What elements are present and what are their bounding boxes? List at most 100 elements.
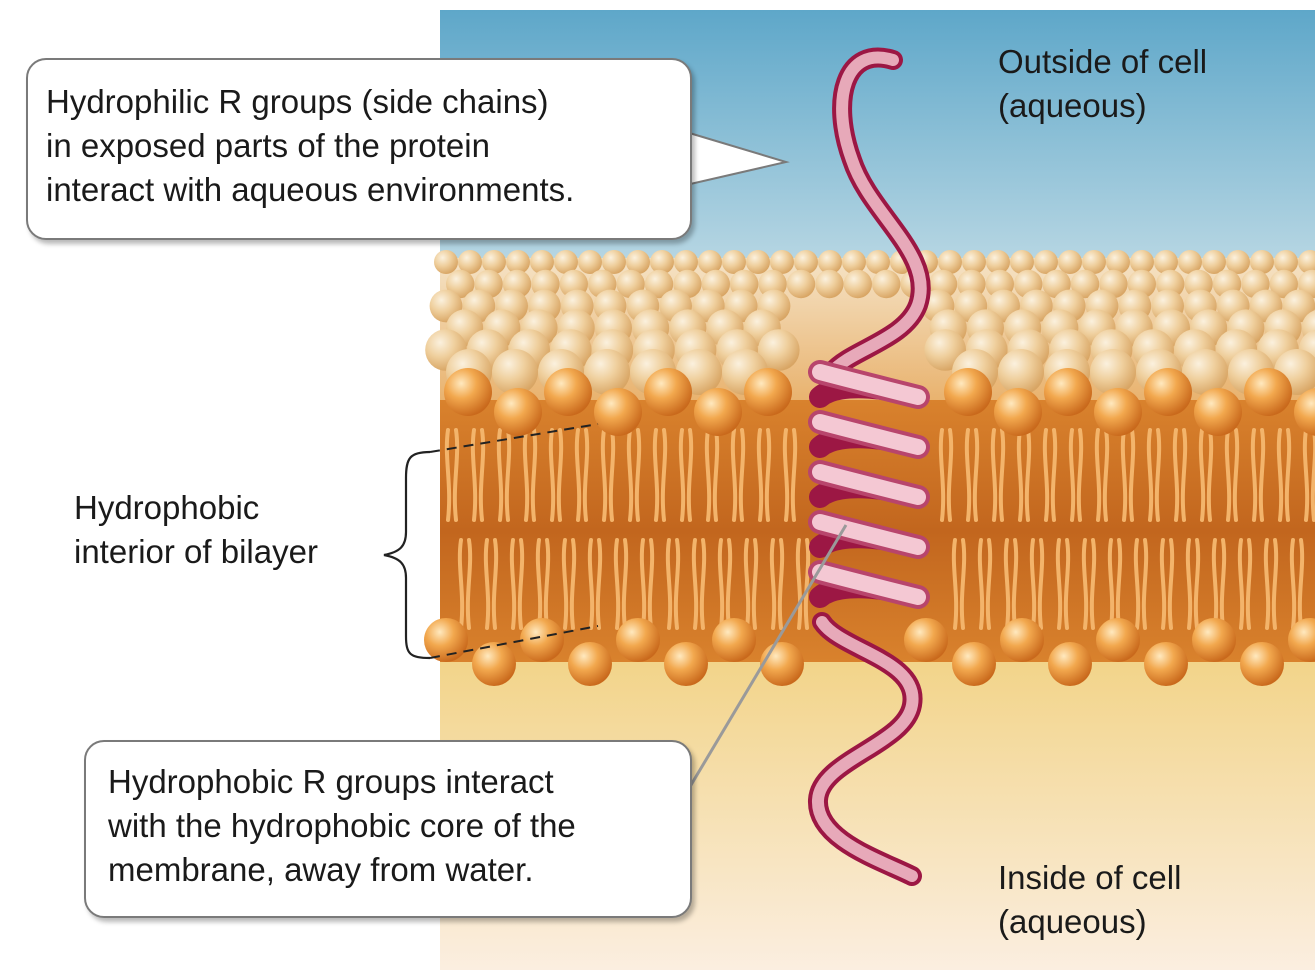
lipid-head-far bbox=[1154, 250, 1178, 274]
upper-leaflet-heads bbox=[444, 368, 1315, 436]
lipid-head-far bbox=[722, 250, 746, 274]
lipid-head bbox=[1192, 618, 1236, 662]
lipid-tail bbox=[1016, 428, 1024, 522]
lipid-tail bbox=[444, 428, 452, 522]
lipid-tail bbox=[1302, 428, 1310, 522]
lipid-head-far bbox=[1130, 250, 1154, 274]
lipid-tail bbox=[795, 538, 803, 630]
lipid-head bbox=[544, 368, 592, 416]
callout-text-line: in exposed parts of the protein bbox=[46, 127, 490, 164]
lipid-head-far bbox=[698, 250, 722, 274]
lipid-tail bbox=[977, 538, 985, 630]
lipid-tails bbox=[444, 428, 1315, 630]
helix-front-strand bbox=[812, 464, 926, 505]
lipid-tail bbox=[1159, 538, 1167, 630]
lipid-tail bbox=[600, 428, 608, 522]
lipid-tail bbox=[712, 428, 720, 522]
callout-text-line: membrane, away from water. bbox=[108, 851, 534, 888]
lipid-head bbox=[1240, 642, 1284, 686]
lipid-tail bbox=[660, 428, 668, 522]
lipid-tail bbox=[803, 538, 811, 630]
outside-label-line: Outside of cell bbox=[998, 43, 1208, 80]
lipid-tail bbox=[1037, 538, 1045, 630]
lipid-head-far bbox=[794, 250, 818, 274]
lipid-head-far bbox=[770, 250, 794, 274]
lipid-head-far bbox=[758, 329, 800, 371]
lipid-tail bbox=[556, 428, 564, 522]
lipid-tail bbox=[1193, 538, 1201, 630]
lipid-head-far bbox=[492, 349, 538, 395]
lipid-tail bbox=[1289, 538, 1297, 630]
helix-front-strand bbox=[812, 364, 926, 405]
lipid-tail bbox=[582, 428, 590, 522]
lipid-head bbox=[1194, 388, 1242, 436]
lipid-tail bbox=[1245, 538, 1253, 630]
lipid-tail bbox=[452, 428, 460, 522]
lipid-head bbox=[1044, 368, 1092, 416]
lipid-tail bbox=[1154, 428, 1162, 522]
lipid-head-far bbox=[650, 250, 674, 274]
outside-label-line: (aqueous) bbox=[998, 87, 1147, 124]
lipid-tail bbox=[1198, 428, 1206, 522]
lipid-tail bbox=[751, 538, 759, 630]
lipid-tail bbox=[1050, 428, 1058, 522]
lipid-tail bbox=[725, 538, 733, 630]
lipid-head bbox=[568, 642, 612, 686]
lipid-tail bbox=[543, 538, 551, 630]
lipid-tail bbox=[608, 428, 616, 522]
lipid-tail bbox=[569, 538, 577, 630]
lipid-tail bbox=[1055, 538, 1063, 630]
lipid-tail bbox=[483, 538, 491, 630]
lipid-tail bbox=[1068, 428, 1076, 522]
lipid-tail bbox=[1180, 428, 1188, 522]
lipid-head bbox=[1288, 618, 1315, 662]
lipid-tail bbox=[704, 428, 712, 522]
lipid-tail bbox=[639, 538, 647, 630]
callout-text-line: Hydrophobic R groups interact bbox=[108, 763, 554, 800]
lipid-head bbox=[616, 618, 660, 662]
lipid-head-far bbox=[986, 250, 1010, 274]
lipid-tail bbox=[574, 428, 582, 522]
lipid-tail bbox=[673, 538, 681, 630]
hydrophobic-interior-label: Hydrophobic interior of bilayer bbox=[74, 486, 318, 574]
lipid-tail bbox=[699, 538, 707, 630]
lipid-head-far bbox=[843, 269, 872, 299]
lipid-tail bbox=[678, 428, 686, 522]
lipid-tail bbox=[1146, 428, 1154, 522]
interior-label-line: Hydrophobic bbox=[74, 489, 260, 526]
lipid-tail bbox=[621, 538, 629, 630]
lipid-tail bbox=[990, 428, 998, 522]
lipid-head-far bbox=[1202, 250, 1226, 274]
lipid-tail bbox=[530, 428, 538, 522]
lipid-head bbox=[1000, 618, 1044, 662]
lipid-tail bbox=[1258, 428, 1266, 522]
lipid-tail bbox=[1063, 538, 1071, 630]
lipid-head-far bbox=[1090, 349, 1136, 395]
lipid-tail bbox=[743, 538, 751, 630]
lipid-tail bbox=[738, 428, 746, 522]
lipid-tail bbox=[1206, 428, 1214, 522]
lipid-head bbox=[594, 388, 642, 436]
lipid-tail bbox=[1141, 538, 1149, 630]
lipid-head-far bbox=[962, 250, 986, 274]
lipid-head bbox=[1244, 368, 1292, 416]
lipid-head bbox=[520, 618, 564, 662]
helix-front-strand bbox=[812, 514, 926, 555]
lipid-tail bbox=[1250, 428, 1258, 522]
lipid-tail bbox=[548, 428, 556, 522]
lipid-tail bbox=[465, 538, 473, 630]
helix-front-strands bbox=[808, 360, 930, 609]
lipid-tail bbox=[1094, 428, 1102, 522]
lipid-tail bbox=[1003, 538, 1011, 630]
lipid-tail bbox=[665, 538, 673, 630]
lipid-tail bbox=[686, 428, 694, 522]
hydrophobic-callout: Hydrophobic R groups interact with the h… bbox=[84, 740, 692, 918]
lipid-tail bbox=[1271, 538, 1279, 630]
lipid-tail bbox=[769, 538, 777, 630]
lipid-head-far bbox=[786, 269, 816, 299]
bracket-guide-bottom bbox=[429, 625, 599, 659]
interior-label-line: interior of bilayer bbox=[74, 533, 318, 570]
lipid-head bbox=[904, 618, 948, 662]
lipid-head-far bbox=[998, 349, 1044, 395]
